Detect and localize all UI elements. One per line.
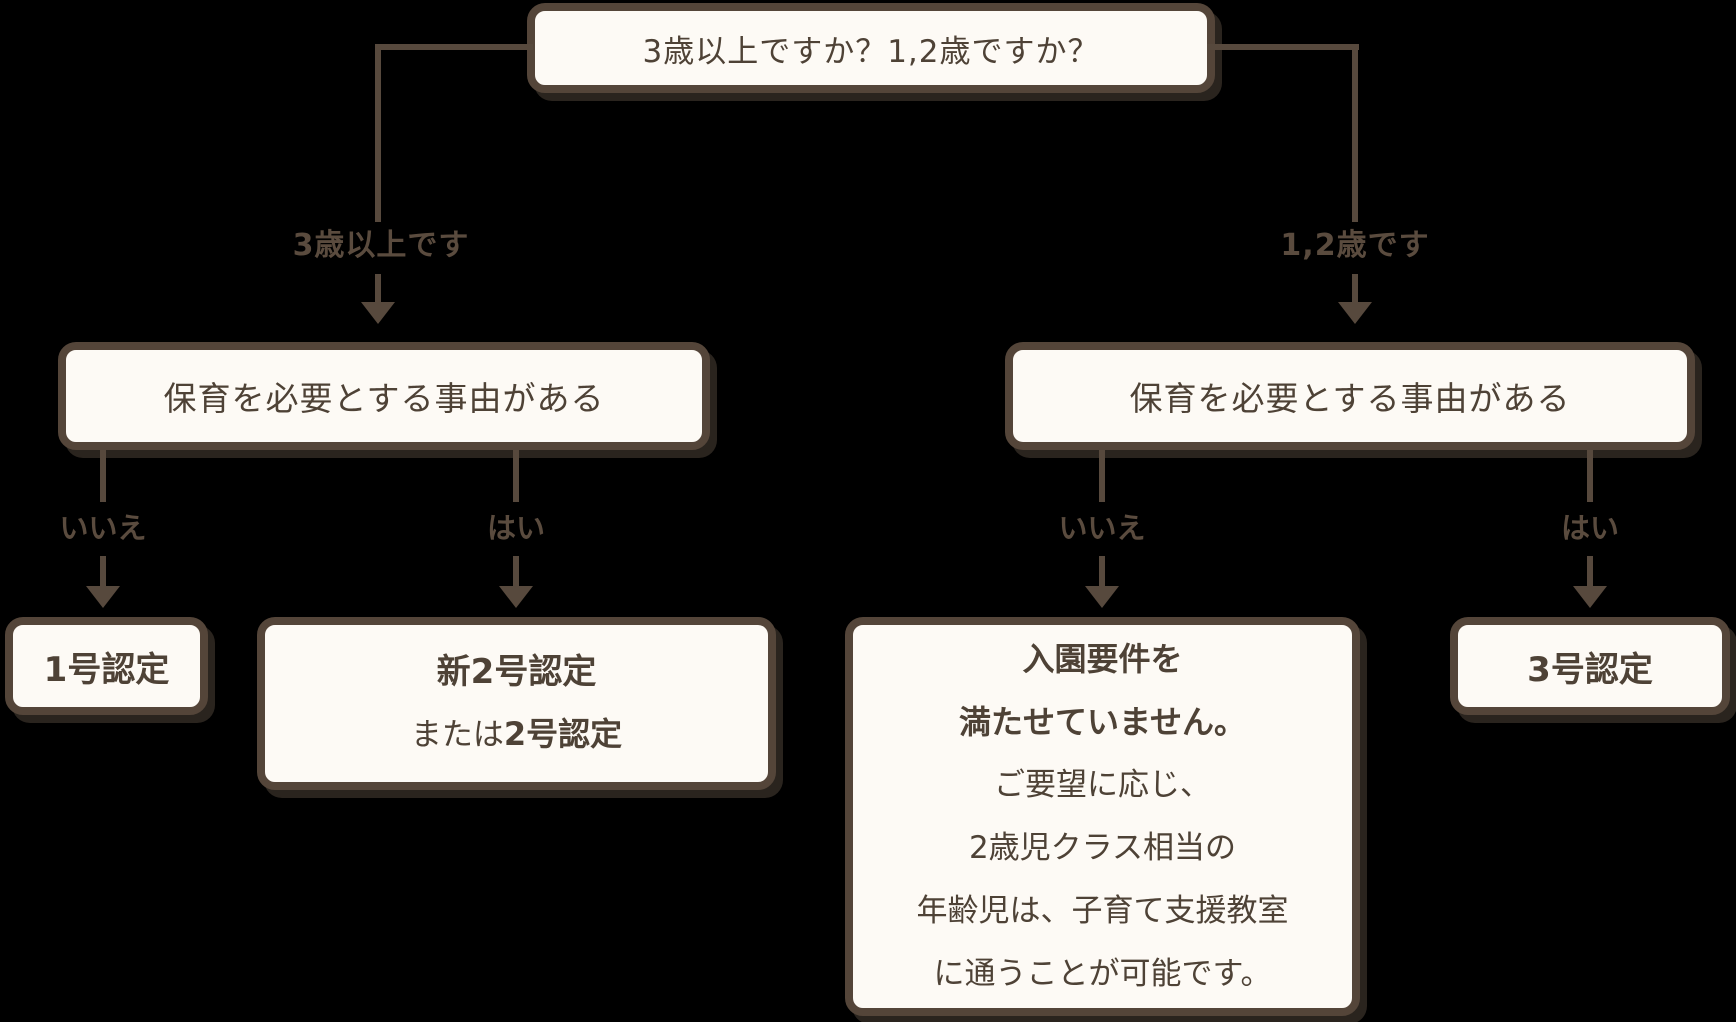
left-condition-text: 保育を必要とする事由がある	[163, 379, 605, 418]
left-yes-arrow-stem	[513, 556, 519, 586]
not-eligible-line-2: 満たせていません。	[958, 702, 1247, 741]
result-box-type1: 1号認定	[5, 617, 208, 715]
result-type1-text: 1号認定	[43, 649, 170, 690]
right-yes-stem	[1587, 450, 1593, 502]
left-no-label: いいえ	[59, 511, 147, 545]
not-eligible-line-4: 2歳児クラス相当の	[968, 829, 1237, 866]
right-no-stem	[1099, 450, 1105, 502]
left-condition-box: 保育を必要とする事由がある	[58, 342, 710, 450]
arrow-down-icon	[1573, 586, 1607, 608]
right-yes-arrow-stem	[1587, 556, 1593, 586]
result-type3-text: 3号認定	[1527, 649, 1653, 690]
arrow-down-icon	[1338, 302, 1372, 324]
arrow-down-icon	[361, 302, 395, 324]
right-condition-box: 保育を必要とする事由がある	[1005, 342, 1695, 450]
connector-left-vertical	[375, 44, 381, 222]
arrow-down-icon	[86, 586, 120, 608]
connector-left-vertical-2	[375, 274, 381, 302]
connector-right-horizontal	[1207, 44, 1359, 50]
right-no-label: いいえ	[1058, 511, 1146, 545]
left-age-label: 3歳以上です	[292, 228, 470, 263]
left-no-arrow-stem	[100, 556, 106, 586]
result-box-not-eligible: 入園要件を 満たせていません。 ご要望に応じ、 2歳児クラス相当の 年齢児は、子…	[845, 617, 1360, 1016]
root-question-text: 3歳以上ですか？1,2歳ですか？	[642, 33, 1100, 70]
not-eligible-line-3: ご要望に応じ、	[994, 766, 1211, 803]
arrow-down-icon	[1085, 586, 1119, 608]
result-box-type3: 3号認定	[1450, 617, 1730, 715]
right-condition-text: 保育を必要とする事由がある	[1129, 379, 1571, 418]
not-eligible-line-5: 年齢児は、子育て支援教室	[916, 892, 1289, 929]
not-eligible-line-1: 入園要件を	[1022, 639, 1183, 678]
left-no-stem	[100, 450, 106, 502]
connector-right-vertical	[1352, 44, 1358, 222]
not-eligible-line-6: に通うことが可能です。	[933, 955, 1272, 992]
result-type2-line2-bold: 2号認定	[503, 715, 623, 753]
connector-right-vertical-2	[1352, 274, 1358, 302]
result-type2-line2-prefix: または	[410, 717, 504, 753]
result-type2-line1: 新2号認定	[436, 652, 597, 692]
connector-left-horizontal	[375, 44, 533, 50]
left-yes-label: はい	[486, 511, 545, 545]
right-no-arrow-stem	[1099, 556, 1105, 586]
result-type2-line2: または2号認定	[411, 703, 622, 766]
right-age-label: 1,2歳です	[1280, 228, 1430, 263]
result-box-type2: 新2号認定 または2号認定	[257, 617, 776, 790]
right-yes-label: はい	[1560, 511, 1619, 545]
root-question-box: 3歳以上ですか？1,2歳ですか？	[527, 3, 1215, 93]
arrow-down-icon	[499, 586, 533, 608]
left-yes-stem	[513, 450, 519, 502]
